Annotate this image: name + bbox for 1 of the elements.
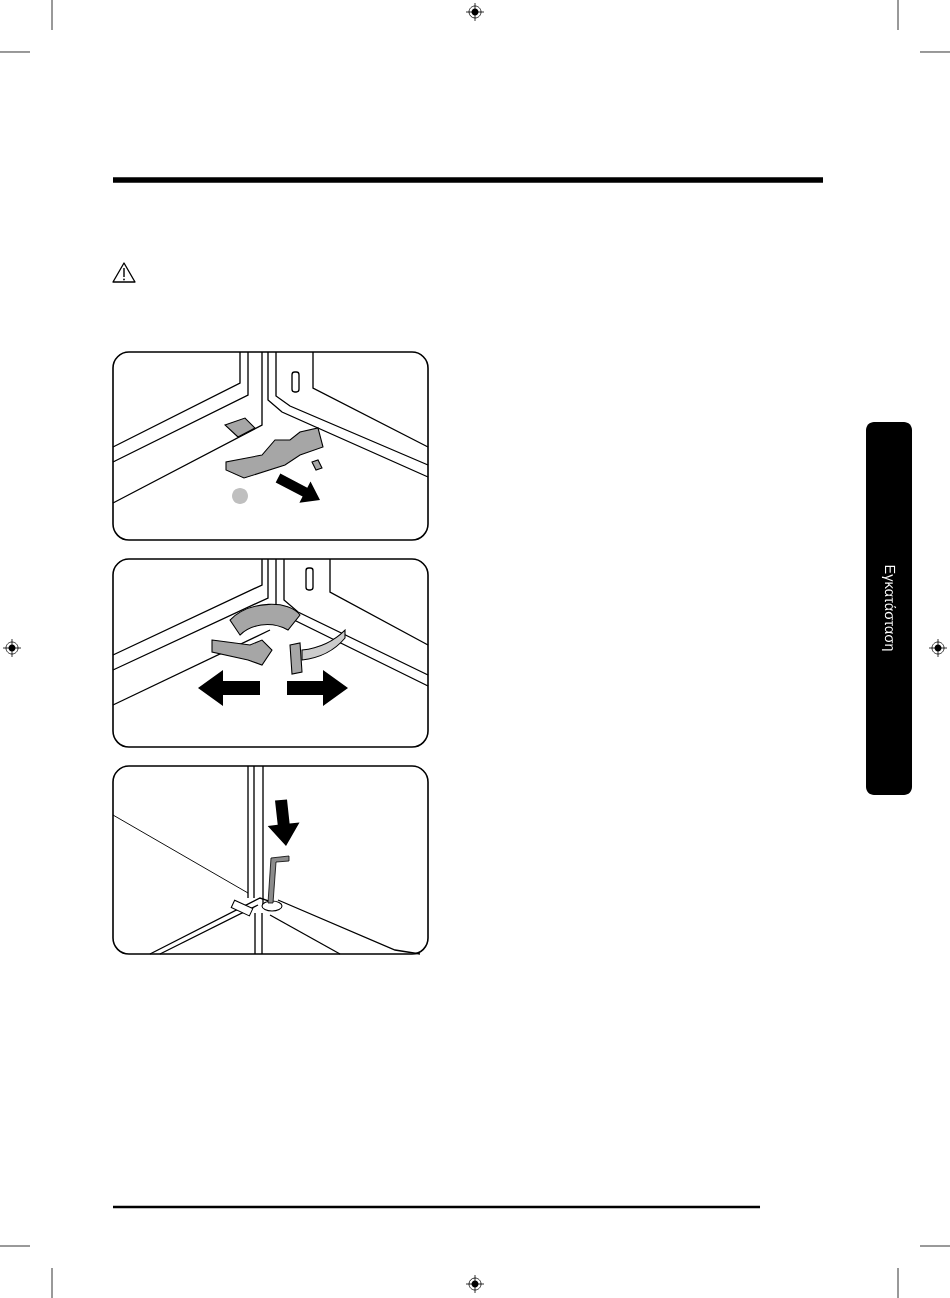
section-tab: Εγκατάσταση bbox=[866, 422, 912, 795]
